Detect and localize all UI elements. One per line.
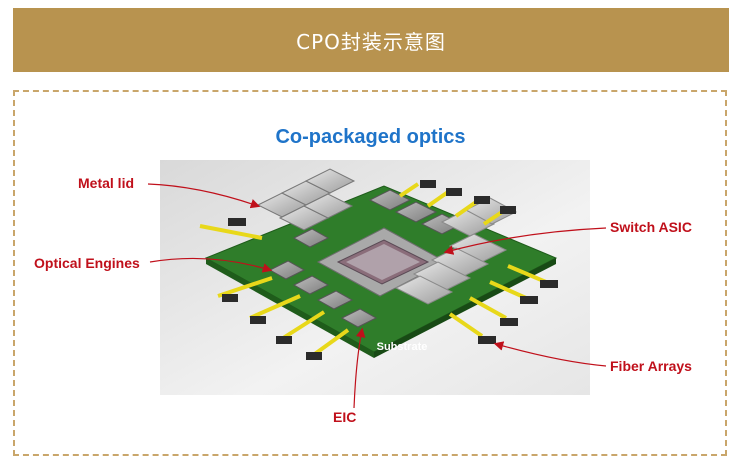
- metal-lids: [256, 168, 356, 231]
- arrow-switch-asic: [443, 227, 607, 255]
- arrow-optical-engines: [149, 257, 273, 273]
- asic-die-center: [346, 244, 420, 280]
- label-eic: EIC: [333, 409, 357, 425]
- label-fiber-arrays: Fiber Arrays: [610, 358, 692, 374]
- metal-lids-right: [394, 197, 518, 305]
- arrow-metal-lid: [147, 183, 261, 209]
- page-title: CPO封装示意图: [296, 29, 446, 54]
- callout-arrows: [147, 183, 607, 409]
- header-banner: CPO封装示意图: [13, 8, 729, 72]
- substrate-edge-left: [206, 258, 374, 358]
- arrow-eic: [353, 327, 366, 409]
- label-switch-asic: Switch ASIC: [610, 219, 692, 235]
- diagram-frame: [13, 90, 727, 456]
- fiber-arrays: [199, 180, 558, 360]
- substrate-label: Substrate: [377, 341, 428, 353]
- label-metal-lid: Metal lid: [78, 175, 135, 191]
- substrate-edge-right: [374, 258, 556, 358]
- arrow-fiber-arrays: [493, 341, 607, 367]
- diagram-title: Co-packaged optics: [275, 126, 466, 148]
- label-optical-engines: Optical Engines: [34, 255, 140, 271]
